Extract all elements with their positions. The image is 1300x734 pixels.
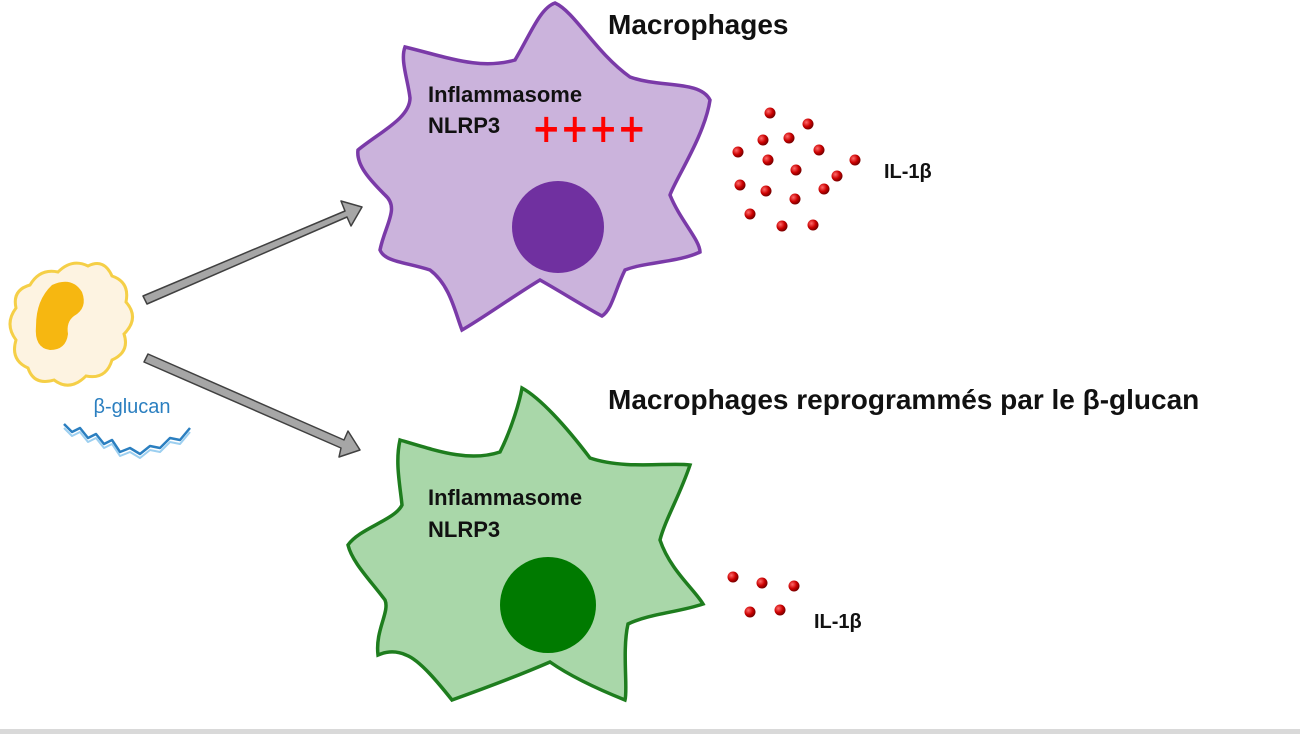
- il1b-cytokine-cluster-low: [727, 571, 800, 618]
- cytokine-dot: [807, 219, 819, 231]
- cytokine-dot: [813, 144, 825, 156]
- cytokine-dot: [760, 185, 772, 197]
- cytokine-dot: [757, 134, 769, 146]
- arrow-to-reprogrammed-macrophage: [143, 353, 361, 458]
- cytokine-dot: [774, 604, 786, 616]
- cytokine-dot: [790, 164, 802, 176]
- glucan-label: β-glucan: [93, 396, 170, 418]
- cytokine-dot: [734, 179, 746, 191]
- reprogrammed-inflammasome-label: Inflammasome: [428, 485, 582, 510]
- macrophage-membrane: [356, 1, 712, 333]
- cytokine-dot: [776, 220, 788, 232]
- il1b-label-low: IL-1β: [814, 611, 862, 633]
- macrophage-cell: [356, 1, 712, 333]
- macrophage-nucleus: [512, 181, 604, 273]
- cytokine-dot: [831, 170, 843, 182]
- cytokine-dot: [764, 107, 776, 119]
- reprogrammed-nucleus: [500, 557, 596, 653]
- macrophage-title: Macrophages: [608, 9, 789, 40]
- bottom-divider: [0, 729, 1300, 734]
- cytokine-dot: [849, 154, 861, 166]
- cytokine-dot: [756, 577, 768, 589]
- cytokine-dot: [762, 154, 774, 166]
- source-cell-nucleus: [35, 281, 84, 350]
- reprogrammed-title: Macrophages reprogrammés par le β-glucan: [608, 384, 1199, 415]
- cytokine-dot: [744, 208, 756, 220]
- cytokine-dot: [789, 193, 801, 205]
- cytokine-dot: [744, 606, 756, 618]
- cytokine-dot: [783, 132, 795, 144]
- reprogrammed-macrophage-cell: [346, 385, 706, 703]
- source-cell-body: [8, 261, 134, 387]
- cytokine-dot: [818, 183, 830, 195]
- il1b-label-high: IL-1β: [884, 161, 932, 183]
- arrow-to-macrophage: [142, 200, 363, 305]
- reprogrammed-membrane: [346, 385, 706, 703]
- cytokine-dot: [727, 571, 739, 583]
- macrophage-nlrp3-label: NLRP3: [428, 113, 500, 138]
- activation-plus-signs: ++++: [532, 106, 646, 152]
- macrophage-inflammasome-label: Inflammasome: [428, 82, 582, 107]
- il1b-cytokine-cluster-high: [732, 107, 861, 232]
- cytokine-dot: [802, 118, 814, 130]
- cytokine-dot: [732, 146, 744, 158]
- source-cell: [8, 261, 134, 387]
- cytokine-dot: [788, 580, 800, 592]
- glucan-chain-icon: [63, 423, 191, 459]
- reprogrammed-nlrp3-label: NLRP3: [428, 517, 500, 542]
